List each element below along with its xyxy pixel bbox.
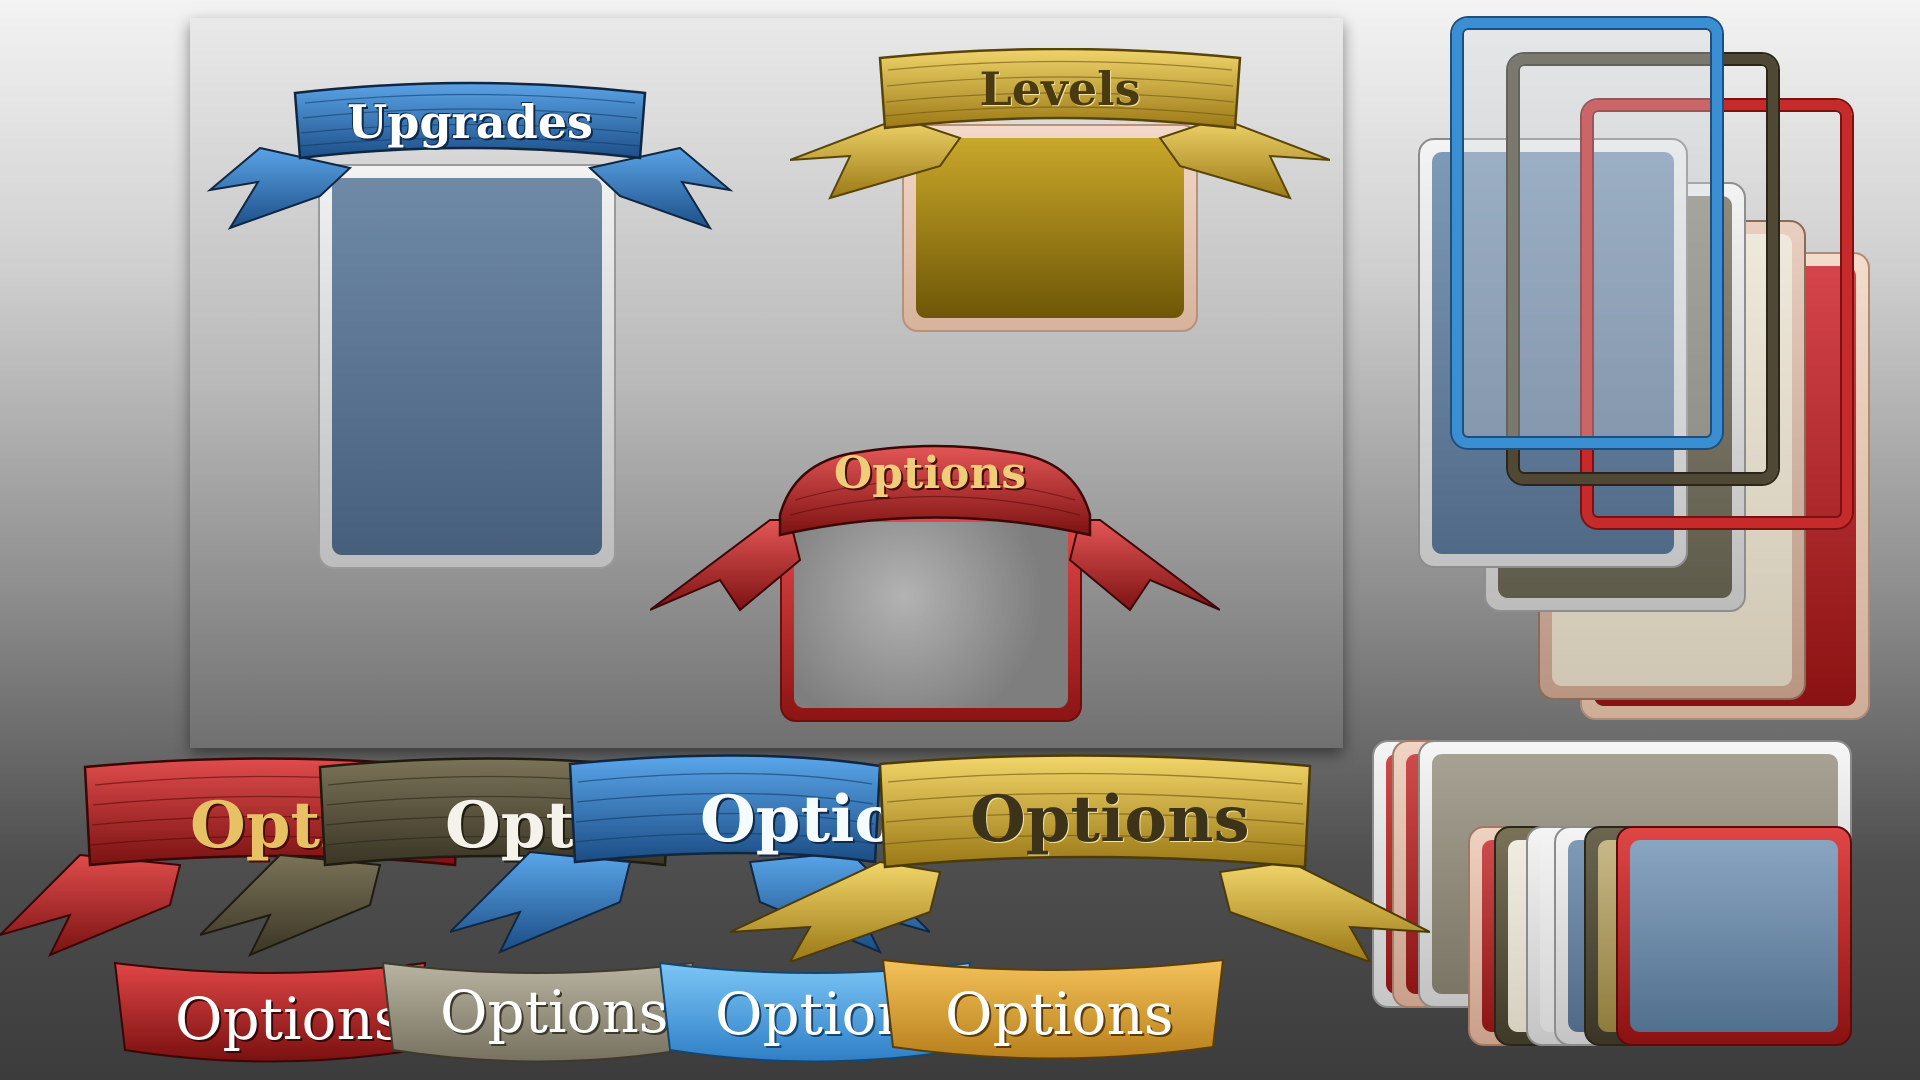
options-panel-content — [794, 522, 1068, 708]
upgrades-panel-content — [332, 178, 602, 555]
frame-blue-outline[interactable] — [1452, 18, 1722, 448]
frame-olive-outline[interactable] — [1508, 54, 1778, 484]
options-title: Options — [833, 448, 1027, 499]
upgrades-title: Upgrades — [347, 95, 593, 149]
banner-orange-title: Options — [945, 980, 1174, 1048]
levels-title: Levels — [979, 62, 1141, 116]
ribbon-gold — [730, 754, 1430, 962]
banner-grey-title: Options — [440, 978, 669, 1046]
ribbon-blue — [450, 754, 930, 954]
levels-ribbon — [790, 48, 1330, 200]
options-ribbon — [650, 444, 1220, 612]
upgrades-ribbon — [206, 81, 734, 230]
levels-panel-content — [916, 138, 1184, 318]
banner-orange — [881, 958, 1225, 1060]
banner-red-title: Options — [175, 985, 404, 1053]
options-panel[interactable] — [780, 508, 1082, 722]
ribbon-gold-title: Options — [970, 782, 1250, 857]
mini-frame-red-blue[interactable] — [1616, 826, 1852, 1046]
upgrades-panel[interactable] — [318, 164, 616, 569]
frame-silver-blue[interactable] — [1418, 138, 1688, 568]
levels-panel[interactable] — [902, 124, 1198, 332]
